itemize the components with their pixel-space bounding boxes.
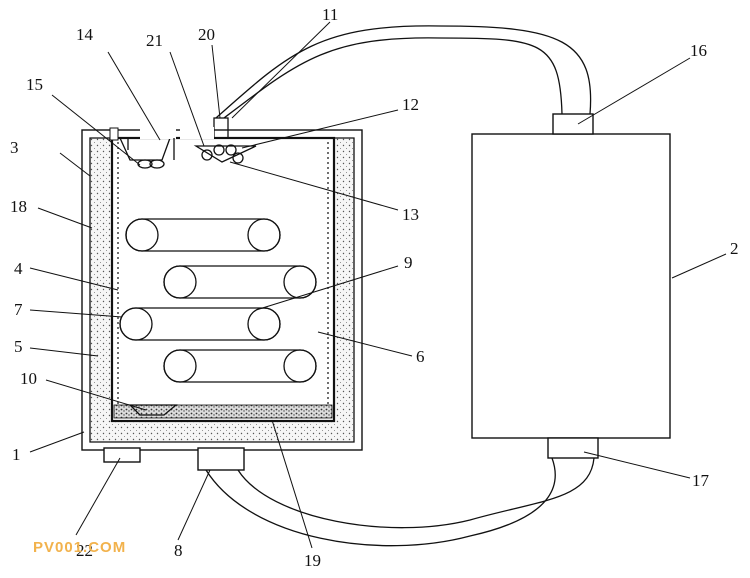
label-7: 7 [14,300,23,319]
belt-4 [163,349,317,383]
label-2: 2 [730,239,739,258]
label-3: 3 [10,138,19,157]
label-22: 22 [76,541,93,560]
label-17: 17 [692,471,710,490]
label-4: 4 [14,259,23,278]
label-11: 11 [322,5,338,24]
label-16: 16 [690,41,707,60]
connector-16 [552,113,594,135]
label-14: 14 [76,25,94,44]
drain-22 [103,447,141,463]
label-10: 10 [20,369,37,388]
upper-pipe [215,25,592,119]
collector-tray [128,404,178,416]
label-20: 20 [198,25,215,44]
label-9: 9 [404,253,413,272]
label-12: 12 [402,95,419,114]
sprayer [180,117,257,164]
bottom-filter-layer [113,404,333,419]
processing-unit [471,133,671,439]
label-1: 1 [12,445,21,464]
connector-17 [547,437,599,459]
lower-pipe [205,457,595,547]
top-inlet [109,127,176,169]
watermark-text: PV001.COM [33,539,127,556]
label-13: 13 [402,205,419,224]
inner-liner [117,142,329,417]
leader-lines [29,21,727,549]
belt-1 [125,218,281,252]
label-8: 8 [174,541,183,560]
label-19: 19 [304,551,321,570]
label-21: 21 [146,31,163,50]
label-15: 15 [26,75,43,94]
part-labels: 15 14 21 20 11 16 12 3 18 13 2 4 9 7 5 6… [10,5,739,570]
label-6: 6 [416,347,425,366]
outlet-8 [197,447,245,471]
label-5: 5 [14,337,23,356]
belt-2 [163,265,317,299]
label-18: 18 [10,197,27,216]
outer-housing [81,129,363,451]
